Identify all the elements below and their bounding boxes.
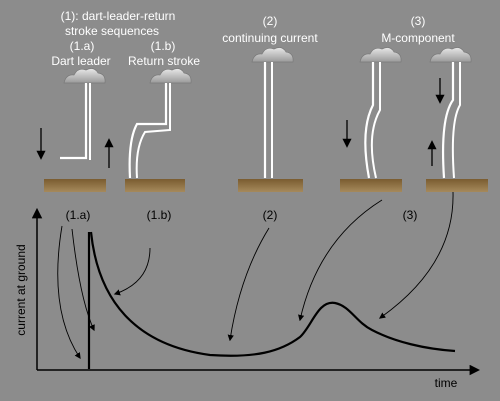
group2-number: (2) (263, 14, 278, 28)
pointer-arrow-2 (227, 227, 270, 342)
group3-number: (3) (411, 14, 426, 28)
return-stroke-channel-2 (135, 83, 171, 179)
dart-leader-channel (60, 83, 88, 160)
scene-continuing-current (238, 47, 303, 192)
m-component-channel-2 (451, 62, 461, 179)
group2-name: continuing current (222, 31, 318, 45)
cloud-icon (149, 68, 192, 84)
group3-name: M-component (381, 31, 455, 45)
current-waveform (89, 231, 456, 357)
ground-strip (44, 179, 106, 192)
cloud-icon (251, 47, 294, 63)
sub-label-1b: (1.b) (151, 39, 176, 53)
pointer-arrow-3b (378, 191, 454, 319)
dart-leader-label: Dart leader (51, 54, 110, 68)
ground-strip (340, 179, 402, 192)
group1-title-line2: stroke sequences (65, 24, 159, 38)
m-component-channel (364, 62, 375, 179)
x-axis-label: time (435, 376, 458, 390)
scene-m-component-updown (426, 47, 488, 192)
scene-dart-leader (36, 68, 106, 192)
ground-strip (238, 179, 303, 192)
cloud-icon (359, 47, 402, 63)
cloud-icon (429, 47, 472, 63)
ground-strip (426, 179, 488, 192)
m-component-channel-2 (370, 62, 381, 179)
pointer-arrow-1b (113, 247, 151, 296)
ref-label-2: (2) (263, 208, 278, 222)
cloud-icon (63, 68, 106, 84)
scene-m-component-down (340, 47, 402, 192)
pointer-arrow-1a (57, 225, 81, 360)
sub-label-1a: (1.a) (70, 39, 95, 53)
scene-return-stroke (104, 68, 192, 192)
ref-label-1b: (1.b) (147, 208, 172, 222)
return-stroke-label: Return stroke (128, 54, 200, 68)
pointer-arrow-3a (298, 199, 383, 322)
m-component-channel (441, 62, 455, 179)
group1-title-line1: (1): dart-leader-return (61, 9, 176, 23)
current-graph: current at ground time (1.a) (1.b) (2) (… (14, 191, 481, 390)
pointer-arrow-1a-2 (71, 228, 95, 332)
ground-strip (125, 179, 185, 192)
return-stroke-channel (128, 83, 168, 179)
ref-label-1a: (1.a) (66, 208, 91, 222)
ref-label-3: (3) (403, 208, 418, 222)
y-axis-label: current at ground (14, 244, 28, 335)
